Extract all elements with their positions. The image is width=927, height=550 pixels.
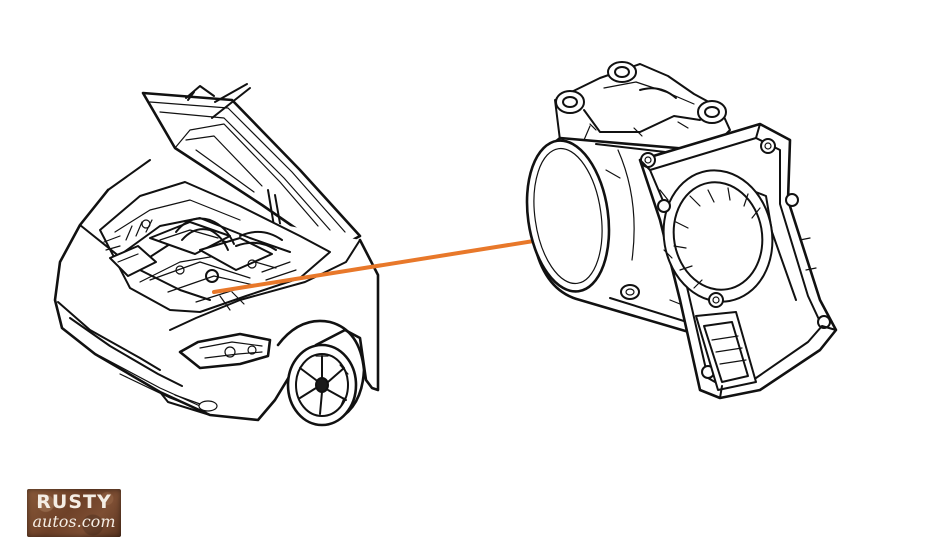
- car-illustration: [53, 83, 380, 427]
- actuator-housing: [638, 122, 838, 400]
- throttle-body-illustration: [525, 61, 838, 400]
- logo-line-autos: autos.com: [32, 512, 116, 531]
- callout-line: [212, 238, 542, 294]
- car-hood: [141, 83, 362, 254]
- rustyautos-logo: RUSTY autos.com: [27, 489, 121, 537]
- car-wheel: [276, 319, 366, 427]
- logo-line-rusty: RUSTY: [36, 491, 112, 513]
- engine-bay: [99, 181, 331, 313]
- car-headlight: [178, 332, 272, 370]
